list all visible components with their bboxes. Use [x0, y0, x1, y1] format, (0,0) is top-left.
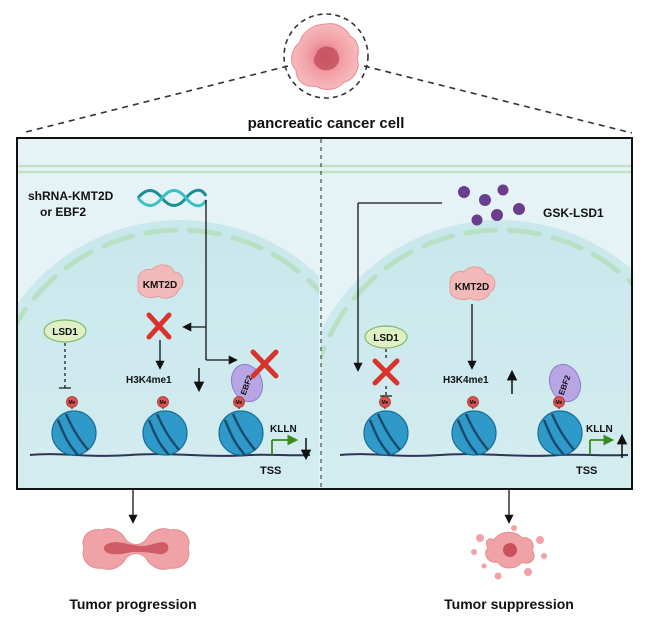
- left-treatment-line2: or EBF2: [40, 205, 86, 219]
- shrna-arrows: [182, 200, 238, 365]
- me-label: Me: [69, 400, 76, 406]
- me-label: Me: [556, 400, 563, 406]
- funnel-line-left: [21, 65, 289, 134]
- me-label: Me: [470, 400, 477, 406]
- h3k4me1-label-left: H3K4me1: [126, 375, 172, 386]
- funnel-line-right: [363, 65, 633, 134]
- gsk-lsd1-drug-icon: [458, 184, 525, 226]
- me-mark-left-2: Me: [157, 396, 169, 409]
- tss-label-left: TSS: [260, 465, 281, 477]
- lsd1-inhibit-line-right: [380, 349, 392, 397]
- nucleosome-left-2: [142, 410, 188, 456]
- cell-title: pancreatic cancer cell: [248, 115, 405, 132]
- ebf2-protein-right: EBF2: [548, 363, 582, 403]
- me-label: Me: [160, 400, 167, 406]
- right-treatment-label: GSK-LSD1: [543, 206, 604, 220]
- inhibition-cross-kmt2d: [146, 312, 172, 340]
- me-mark-left-3: Me: [233, 396, 245, 409]
- nucleosome-right-1: [363, 410, 409, 456]
- cancer-cell-icon: [283, 13, 369, 99]
- me-mark-right-3: Me: [553, 396, 565, 409]
- kmt2d-protein-left: KMT2D: [137, 264, 184, 299]
- inhibition-cross-ebf2: [250, 349, 279, 379]
- klln-label-left: KLLN: [270, 424, 297, 435]
- inhibition-cross-lsd1: [372, 358, 400, 386]
- kmt2d-protein-right: KMT2D: [449, 266, 496, 301]
- lsd1-inhibit-line-left: [59, 343, 71, 389]
- apoptotic-cell-icon: [471, 525, 547, 580]
- lsd1-protein-right: LSD1: [364, 325, 408, 349]
- lsd1-label-right: LSD1: [373, 333, 399, 344]
- h3k4me1-label-right: H3K4me1: [443, 375, 489, 386]
- lsd1-label-left: LSD1: [52, 327, 78, 338]
- outcome-left-label: Tumor progression: [69, 596, 196, 612]
- dna-helix-icon: [136, 188, 208, 208]
- me-mark-right-2: Me: [467, 396, 479, 409]
- gsk-arrow: [353, 202, 442, 372]
- nucleosome-right-2: [451, 410, 497, 456]
- me-mark-left-1: Me: [66, 396, 78, 409]
- me-label: Me: [382, 400, 389, 406]
- left-treatment-line1: shRNA-KMT2D: [28, 189, 114, 203]
- cell-membrane: [18, 164, 631, 174]
- klln-label-right: KLLN: [586, 424, 613, 435]
- kmt2d-label-left: KMT2D: [143, 280, 177, 291]
- nucleosome-right-3: [537, 410, 583, 456]
- nucleosome-left-3: [218, 410, 264, 456]
- lsd1-protein-left: LSD1: [43, 319, 87, 343]
- tss-arrow-left: [271, 434, 299, 455]
- me-mark-right-1: Me: [379, 396, 391, 409]
- kmt2d-label-right: KMT2D: [455, 282, 489, 293]
- nucleosome-left-1: [51, 410, 97, 456]
- tss-arrow-right: [589, 434, 615, 455]
- me-label: Me: [236, 400, 243, 406]
- dividing-cell-icon: [82, 528, 190, 570]
- tss-label-right: TSS: [576, 465, 597, 477]
- outcome-right-label: Tumor suppression: [444, 596, 574, 612]
